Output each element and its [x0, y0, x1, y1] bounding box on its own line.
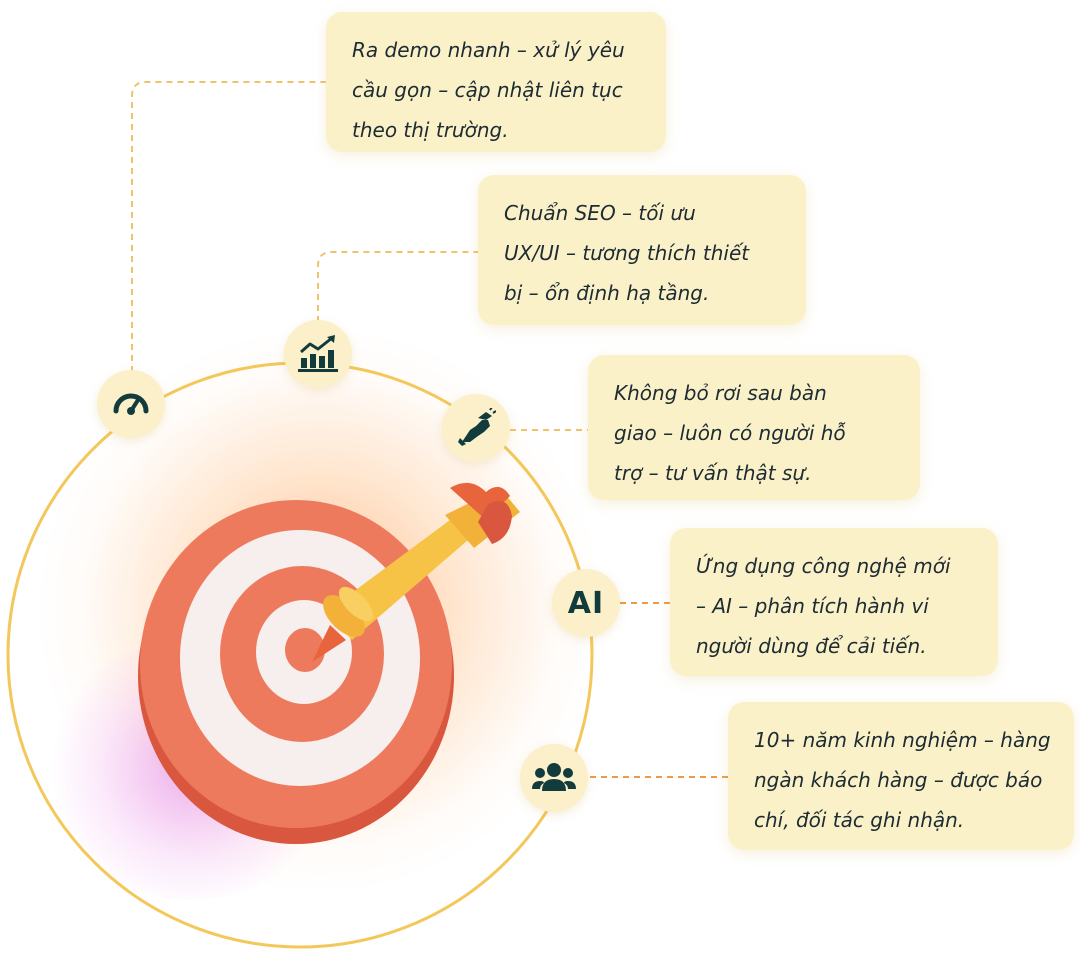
experience-node — [520, 744, 588, 812]
feature-text-seo: Chuẩn SEO – tối ưu UX/UI – tương thích t… — [504, 201, 750, 305]
users-group-icon — [532, 763, 576, 791]
feature-card-ai: Ứng dụng công nghệ mới – AI – phân tích … — [670, 528, 998, 676]
feature-text-experience: 10+ năm kinh nghiệm – hàng ngàn khách hà… — [754, 728, 1051, 832]
handshake-icon — [458, 408, 496, 446]
connector-seo — [317, 251, 478, 322]
dart-ring-2 — [338, 586, 374, 622]
feature-card-speed: Ra demo nhanh – xử lý yêu cầu gọn – cập … — [326, 12, 666, 152]
dart-tip — [312, 625, 346, 662]
support-node — [442, 394, 510, 462]
feature-text-support: Không bỏ rơi sau bàn giao – luôn có ngườ… — [614, 381, 846, 485]
ai-node: AI — [552, 569, 620, 637]
dart-ring-1 — [323, 595, 365, 637]
target-bullseye — [285, 628, 325, 672]
feature-text-speed: Ra demo nhanh – xử lý yêu cầu gọn – cập … — [352, 38, 625, 142]
feature-text-ai: Ứng dụng công nghệ mới – AI – phân tích … — [696, 554, 951, 658]
growth-chart-icon — [298, 335, 338, 372]
speed-node — [97, 370, 165, 438]
dart-flight-side — [478, 500, 512, 544]
connector-speed — [131, 81, 328, 372]
feature-card-experience: 10+ năm kinh nghiệm – hàng ngàn khách hà… — [728, 702, 1074, 850]
seo-node — [284, 320, 352, 388]
speedometer-icon — [113, 393, 149, 415]
feature-card-seo: Chuẩn SEO – tối ưu UX/UI – tương thích t… — [478, 175, 806, 325]
feature-card-support: Không bỏ rơi sau bàn giao – luôn có ngườ… — [588, 355, 920, 500]
ai-icon: AI — [567, 585, 605, 621]
